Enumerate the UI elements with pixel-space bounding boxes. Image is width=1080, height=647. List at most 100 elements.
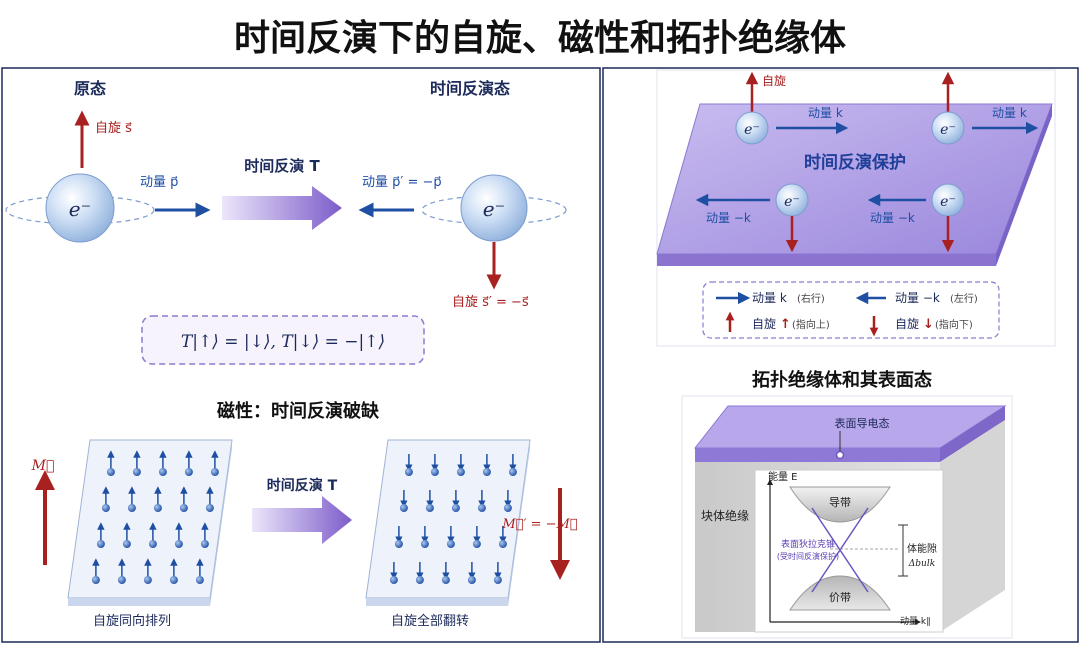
legend-up-label: 自旋 (752, 317, 776, 331)
legend-down-glyph: ↓ (923, 317, 934, 332)
legend-down-label: 自旋 (895, 317, 919, 331)
original-state-label: 原态 (74, 79, 106, 98)
spin-site (394, 540, 403, 548)
topological-plate (656, 103, 1053, 255)
momentum-label: 动量 p⃗ (140, 175, 178, 190)
spin-site (420, 540, 429, 548)
spin-site (106, 468, 115, 476)
spin-site (477, 504, 486, 512)
plate-side (508, 440, 530, 606)
legend-up-note: (指向上) (792, 318, 830, 331)
main-title: 时间反演下的自旋、磁性和拓扑绝缘体 (234, 17, 846, 59)
time-reversal-arrow (222, 186, 342, 230)
spin-site (210, 468, 219, 476)
legend-left-note: (左行) (950, 292, 978, 305)
flipped-caption: 自旋全部翻转 (391, 613, 469, 629)
momentum-k-label: 动量 k (992, 106, 1027, 120)
plate-side (210, 440, 232, 606)
spin-site (430, 468, 439, 476)
electron-sphere (735, 111, 769, 145)
spin-site (184, 468, 193, 476)
reversed-spin-label: 自旋 s⃗′ = −s⃗ (452, 295, 529, 310)
spin-site (503, 504, 512, 512)
topological-heading: 拓扑绝缘体和其表面态 (752, 369, 932, 391)
spin-site (415, 576, 424, 584)
time-reversal-label: 时间反演 T (244, 157, 320, 175)
electron-sphere (460, 174, 528, 242)
panel-time-reversal-electron: 原态 时间反演态 自旋 s⃗ e⁻ 动量 p⃗ 时间反演 T 动量 p⃗′ = … (5, 79, 567, 365)
spin-site (205, 504, 214, 512)
dirac-cone-note: (受时间反演保护) (777, 551, 839, 561)
electron-sphere (931, 111, 965, 145)
protection-label: 时间反演保护 (804, 152, 906, 173)
reversed-magnetization-label: M⃗′ = −M⃗ (501, 517, 577, 532)
spin-site (404, 468, 413, 476)
electron-symbol: e⁻ (69, 197, 91, 221)
orbit-ellipse (5, 195, 155, 225)
spin-label: 自旋 (762, 74, 786, 88)
aligned-caption: 自旋同向排列 (93, 613, 171, 629)
energy-axis-label: 能量 E (768, 470, 798, 483)
legend-right-note: (右行) (797, 292, 825, 305)
surface-layer (695, 448, 940, 462)
gap-label: 体能隙 (907, 542, 937, 555)
bulk-side (940, 420, 1005, 632)
spin-site (399, 504, 408, 512)
spin-site (127, 504, 136, 512)
magnetism-heading: 磁性：时间反演破缺 (217, 400, 380, 422)
surface-label: 表面导电态 (835, 416, 890, 430)
spin-site (158, 468, 167, 476)
legend-right-label: 动量 k (752, 291, 787, 305)
spin-site (482, 468, 491, 476)
magnetization-label: M⃗ (31, 458, 55, 474)
plate-front-edge (657, 254, 996, 266)
right-panel-frame (602, 67, 1079, 643)
legend-down-note: (指向下) (935, 318, 973, 331)
valence-band-label: 价带 (829, 591, 851, 604)
spin-site (195, 576, 204, 584)
spin-site (200, 540, 209, 548)
spin-site (132, 468, 141, 476)
spin-site (472, 540, 481, 548)
spin-grid-up (91, 450, 219, 584)
electron-symbol: e⁻ (784, 194, 800, 210)
gap-symbol: Δbulk (908, 559, 935, 569)
left-panel-frame (1, 67, 601, 643)
surface-side (940, 406, 1005, 462)
spin-site (122, 540, 131, 548)
momentum-neg-k-label: 动量 −k (870, 211, 915, 225)
spin-site (493, 576, 502, 584)
spin-grid-down (389, 454, 517, 584)
time-reversal-arrow (252, 496, 352, 544)
dirac-cone-label: 表面狄拉克锥 (781, 538, 835, 550)
time-reversal-formula: T|↑⟩ = |↓⟩, T|↓⟩ = −|↑⟩ (181, 332, 385, 352)
spin-site (441, 576, 450, 584)
spin-plate-aligned (67, 439, 233, 599)
spin-site (498, 540, 507, 548)
conduction-band-label: 导带 (829, 496, 851, 509)
bulk-label: 块体绝缘 (701, 508, 749, 523)
valence-band (789, 575, 891, 611)
spin-site (389, 576, 398, 584)
spin-site (169, 576, 178, 584)
plate-side-edge (996, 104, 1052, 266)
electron-sphere (45, 173, 115, 243)
formula-box (141, 315, 425, 365)
panel-topological-insulator: 拓扑绝缘体和其表面态 表面导电态 块体绝缘 能量 E 动量 k∥ 导带 价带 表… (681, 369, 1013, 639)
legend-up-glyph: ↑ (780, 317, 791, 332)
spin-site (446, 540, 455, 548)
spin-site (508, 468, 517, 476)
spin-site (179, 504, 188, 512)
spin-site (143, 576, 152, 584)
spin-site (174, 540, 183, 548)
dirac-cone-line (811, 507, 869, 593)
spin-site (117, 576, 126, 584)
spin-site (425, 504, 434, 512)
reversed-state-label: 时间反演态 (430, 79, 510, 98)
panel-protected-edge-states: 时间反演保护 自旋 e⁻ 动量 k e⁻ 动量 k e⁻ 动量 −k e⁻ 动量… (656, 69, 1056, 347)
reversed-momentum-label: 动量 p⃗′ = −p⃗ (362, 175, 442, 190)
plate-edge (68, 598, 210, 606)
spin-site (153, 504, 162, 512)
time-reversal-label: 时间反演 T (267, 477, 338, 494)
